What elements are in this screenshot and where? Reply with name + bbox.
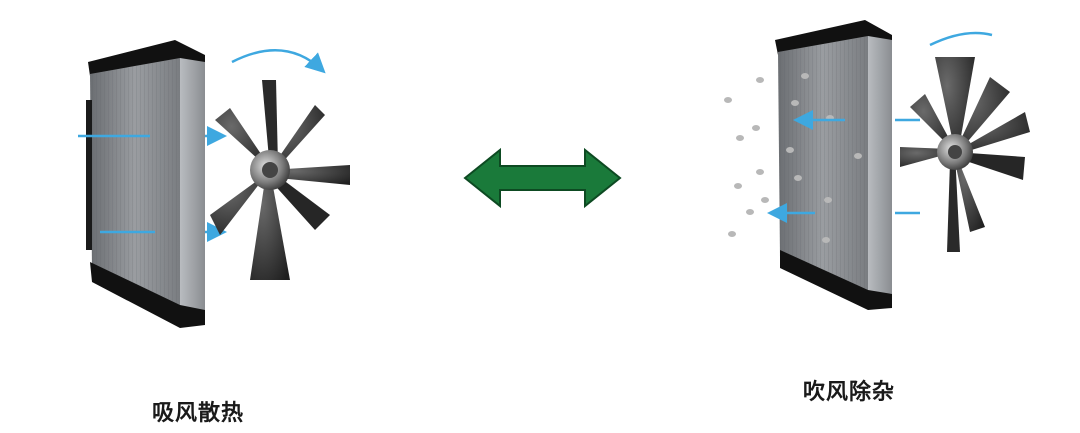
debris-particles (724, 73, 862, 243)
right-airflow-arrows (767, 31, 993, 223)
left-airflow-arrows (78, 49, 326, 242)
right-fan-icon (900, 57, 1030, 252)
left-fan-icon (210, 80, 350, 280)
double-arrow-icon (463, 147, 622, 209)
caption-suction-cooling: 吸风散热 (152, 401, 245, 426)
right-radiator-icon (775, 20, 892, 310)
caption-blowing-cleaning: 吹风除杂 (803, 380, 896, 405)
left-radiator-icon (86, 40, 205, 328)
